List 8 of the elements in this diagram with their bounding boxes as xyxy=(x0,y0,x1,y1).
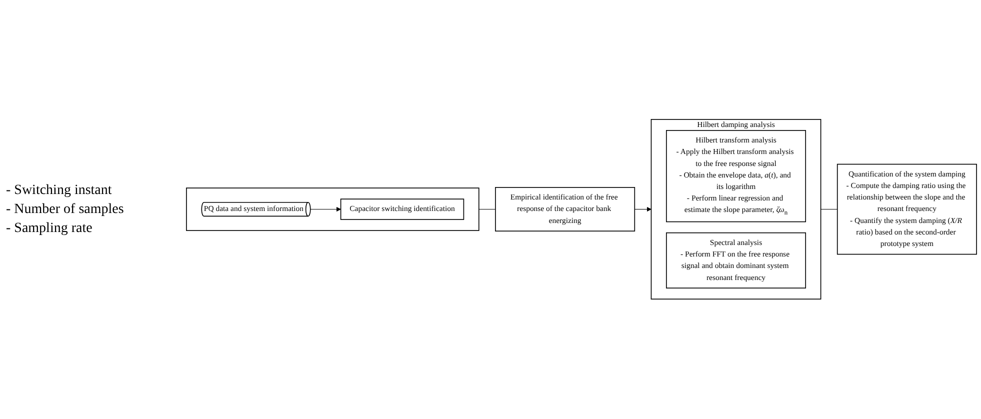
note-text: - Number of samples xyxy=(6,202,125,218)
arrow xyxy=(310,207,341,212)
connector xyxy=(820,209,838,210)
cluster xyxy=(186,188,480,232)
arrow xyxy=(634,207,652,212)
note-text: - Sampling rate xyxy=(6,220,94,236)
note-text: - Switching instant xyxy=(6,182,113,198)
connector xyxy=(478,209,496,210)
